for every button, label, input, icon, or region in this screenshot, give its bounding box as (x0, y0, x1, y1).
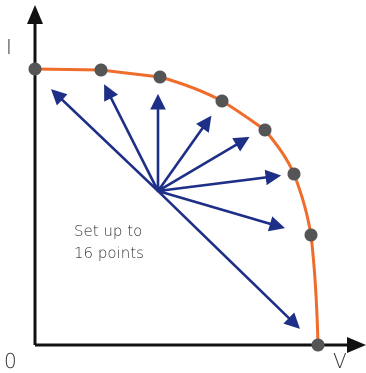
note-line-2: 16 points (74, 244, 144, 262)
vectors (50, 84, 300, 329)
vector-arrow (156, 189, 300, 329)
vector-arrow (156, 169, 282, 193)
x-axis-label: V (333, 349, 347, 373)
vector-arrow (156, 136, 250, 193)
curve-point (311, 338, 325, 352)
origin-label: 0 (4, 349, 17, 373)
note-line-1: Set up to (74, 222, 142, 240)
y-axis-label: I (6, 35, 12, 59)
curve-point (94, 63, 108, 77)
vector-arrow (50, 89, 160, 193)
curve-point (258, 123, 272, 137)
curve-point (287, 167, 301, 181)
arrow-right-icon (347, 337, 366, 353)
vector-arrow (156, 189, 285, 232)
vector-arrow (156, 115, 212, 193)
axes (27, 5, 366, 353)
arrow-up-icon (27, 5, 43, 24)
vector-arrow (104, 84, 160, 193)
curve-point (215, 94, 229, 108)
curve-points (28, 62, 325, 352)
curve-point (304, 228, 318, 242)
curve-point (153, 70, 167, 84)
iv-curve (34, 67, 320, 346)
curve-point (28, 62, 42, 76)
